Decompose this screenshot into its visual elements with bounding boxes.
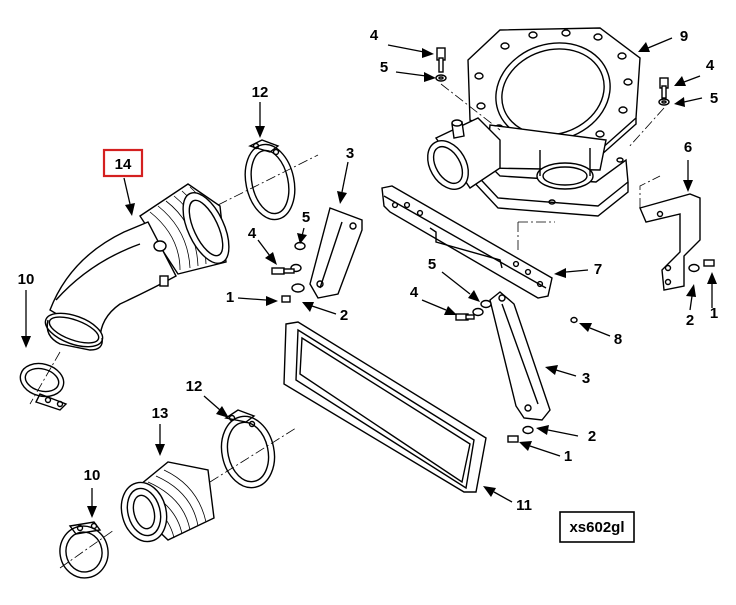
callout-10-upper: 10 (18, 271, 35, 288)
callout-9: 9 (680, 28, 688, 45)
heat-shield-part-11 (283, 321, 487, 493)
drawing-code-text: xs602gl (569, 519, 624, 536)
callout-5-middle-left: 5 (302, 209, 310, 226)
callout-8: 8 (614, 331, 622, 348)
callout-12-upper: 12 (252, 84, 269, 101)
vband-clamp-part-12-upper (217, 139, 319, 221)
callout-6: 6 (684, 139, 692, 156)
callout-5-middle: 5 (428, 256, 436, 273)
bolt-part-4-top-right (658, 77, 670, 106)
callout-14-highlight-box (102, 148, 144, 178)
callout-3-upper: 3 (346, 145, 354, 162)
hardware-set-right (688, 259, 715, 273)
leader-lines (21, 37, 717, 518)
callout-1-right: 1 (710, 305, 718, 322)
callout-4-top-right: 4 (706, 57, 715, 74)
strap-bracket-part-3-upper (309, 207, 363, 299)
callout-4-middle: 4 (410, 284, 419, 301)
callout-1-lower: 1 (564, 448, 572, 465)
clamp-part-10-upper (19, 351, 68, 411)
callout-3-lower: 3 (582, 370, 590, 387)
callout-5-top-left: 5 (380, 59, 388, 76)
callout-7: 7 (594, 261, 602, 278)
callout-10-lower: 10 (84, 467, 101, 484)
hardware-set-upper-left (271, 241, 306, 303)
strap-bracket-part-3-lower (489, 291, 551, 421)
callout-14-highlighted: 14 (115, 156, 132, 173)
elbow-pipe-part-14 (44, 183, 230, 351)
vband-clamp-part-12-lower (209, 409, 297, 489)
hardware-set-middle (455, 299, 578, 324)
callout-1-upper-left: 1 (226, 289, 234, 306)
callout-4-middle-left: 4 (248, 225, 257, 242)
callout-12-lower: 12 (186, 378, 203, 395)
bracket-part-6 (639, 175, 701, 291)
callout-13: 13 (152, 405, 169, 422)
bellows-part-13 (120, 461, 215, 543)
drawing-code-label: xs602gl (559, 511, 635, 543)
callout-2-lower: 2 (588, 428, 596, 445)
callout-11: 11 (516, 497, 532, 514)
bolt-part-4-top-left (435, 47, 447, 82)
callout-4-top-left: 4 (370, 27, 379, 44)
exhaust-housing-part-9 (427, 27, 641, 217)
callout-2-right: 2 (686, 312, 694, 329)
callout-2-upper-left: 2 (340, 307, 348, 324)
callout-5-top-right: 5 (710, 90, 718, 107)
callout-labels: 4 9 5 4 5 12 14 3 6 5 4 7 10 5 1 4 2 2 1… (18, 27, 719, 514)
hardware-set-lower (507, 425, 534, 443)
clamp-part-10-lower (59, 521, 115, 579)
mounting-bar-part-7 (381, 185, 555, 299)
